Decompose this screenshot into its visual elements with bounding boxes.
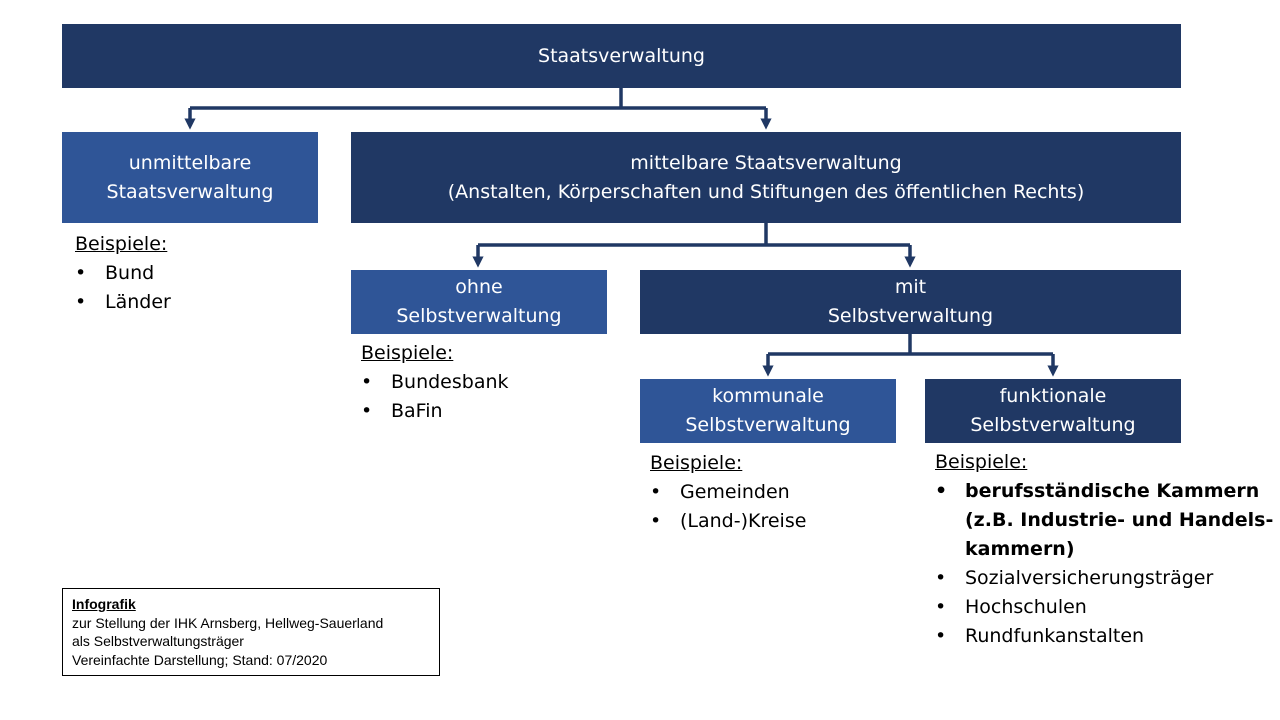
- box-funktionale-line2: Selbstverwaltung: [970, 414, 1136, 436]
- list-item: •Hochschulen: [935, 596, 1087, 618]
- box-ohne: ohne Selbstverwaltung: [351, 270, 607, 334]
- box-mit: mit Selbstverwaltung: [640, 270, 1181, 334]
- box-funktionale-line1: funktionale: [999, 385, 1107, 407]
- box-staatsverwaltung-label: Staatsverwaltung: [538, 44, 705, 67]
- infobox-title: Infografik: [72, 596, 136, 612]
- list-item-text: Hochschulen: [965, 596, 1087, 618]
- list-item: •(Land-)Kreise: [650, 510, 807, 532]
- box-ohne-line2: Selbstverwaltung: [396, 305, 562, 327]
- box-funktionale: funktionale Selbstverwaltung: [925, 379, 1181, 443]
- infobox: Infografik zur Stellung der IHK Arnsberg…: [62, 588, 440, 676]
- box-staatsverwaltung: Staatsverwaltung: [62, 24, 1181, 88]
- list-item-text: Sozialversicherungsträger: [965, 567, 1214, 589]
- list-item-text: Länder: [105, 291, 171, 313]
- list-item-text: Gemeinden: [680, 481, 790, 503]
- box-mittelbare: mittelbare Staatsverwaltung (Anstalten, …: [351, 132, 1181, 223]
- connector-mit: [768, 334, 1053, 356]
- list-item: •Bund: [75, 262, 155, 284]
- box-unmittelbare: unmittelbare Staatsverwaltung: [62, 132, 318, 223]
- box-unmittelbare-line1: unmittelbare: [128, 151, 252, 174]
- list-item: •Bundesbank: [361, 371, 509, 393]
- box-mittelbare-line1: mittelbare Staatsverwaltung: [630, 151, 902, 174]
- connector-root: [190, 88, 766, 110]
- examples-funktionale: Beispiele: • berufsständische Kammern (z…: [935, 448, 1273, 651]
- list-item: •Länder: [75, 291, 171, 313]
- box-unmittelbare-line2: Staatsverwaltung: [106, 180, 274, 203]
- list-item-text: Bundesbank: [391, 371, 509, 393]
- highlight-line: kammern): [965, 538, 1075, 560]
- box-mittelbare-line2: (Anstalten, Körperschaften und Stiftunge…: [447, 180, 1085, 203]
- box-mit-line1: mit: [894, 276, 927, 298]
- examples-label: Beispiele:: [650, 452, 743, 474]
- list-item-text: Bund: [105, 262, 155, 284]
- examples-kommunale: Beispiele: •Gemeinden •(Land-)Kreise: [650, 449, 806, 536]
- list-item-text: Rundfunkanstalten: [965, 625, 1145, 647]
- list-item-highlight: • berufsständische Kammern (z.B. Industr…: [935, 477, 1273, 564]
- list-item: •BaFin: [361, 400, 443, 422]
- infobox-line: als Selbstverwaltungsträger: [72, 633, 244, 649]
- examples-ohne: Beispiele: •Bundesbank •BaFin: [361, 339, 509, 426]
- box-kommunale: kommunale Selbstverwaltung: [640, 379, 896, 443]
- connector-mittelbare: [478, 223, 910, 247]
- examples-unmittelbare: Beispiele: •Bund •Länder: [75, 230, 171, 317]
- list-item-text: BaFin: [391, 400, 443, 422]
- examples-label: Beispiele:: [935, 451, 1028, 473]
- box-mit-line2: Selbstverwaltung: [827, 305, 994, 327]
- box-ohne-line1: ohne: [455, 276, 503, 298]
- list-item-text: (Land-)Kreise: [680, 510, 807, 532]
- box-kommunale-line1: kommunale: [712, 385, 824, 407]
- examples-label: Beispiele:: [75, 233, 168, 255]
- list-item: •Rundfunkanstalten: [935, 625, 1145, 647]
- infobox-line: Vereinfachte Darstellung; Stand: 07/2020: [72, 651, 328, 668]
- infobox-line: zur Stellung der IHK Arnsberg, Hellweg-S…: [72, 614, 384, 631]
- list-item: •Sozialversicherungsträger: [935, 567, 1214, 589]
- examples-label: Beispiele:: [361, 342, 454, 364]
- highlight-line: (z.B. Industrie- und Handels-: [965, 509, 1274, 531]
- list-item: •Gemeinden: [650, 481, 790, 503]
- highlight-line: berufsständische Kammern: [965, 480, 1260, 502]
- box-kommunale-line2: Selbstverwaltung: [685, 414, 851, 436]
